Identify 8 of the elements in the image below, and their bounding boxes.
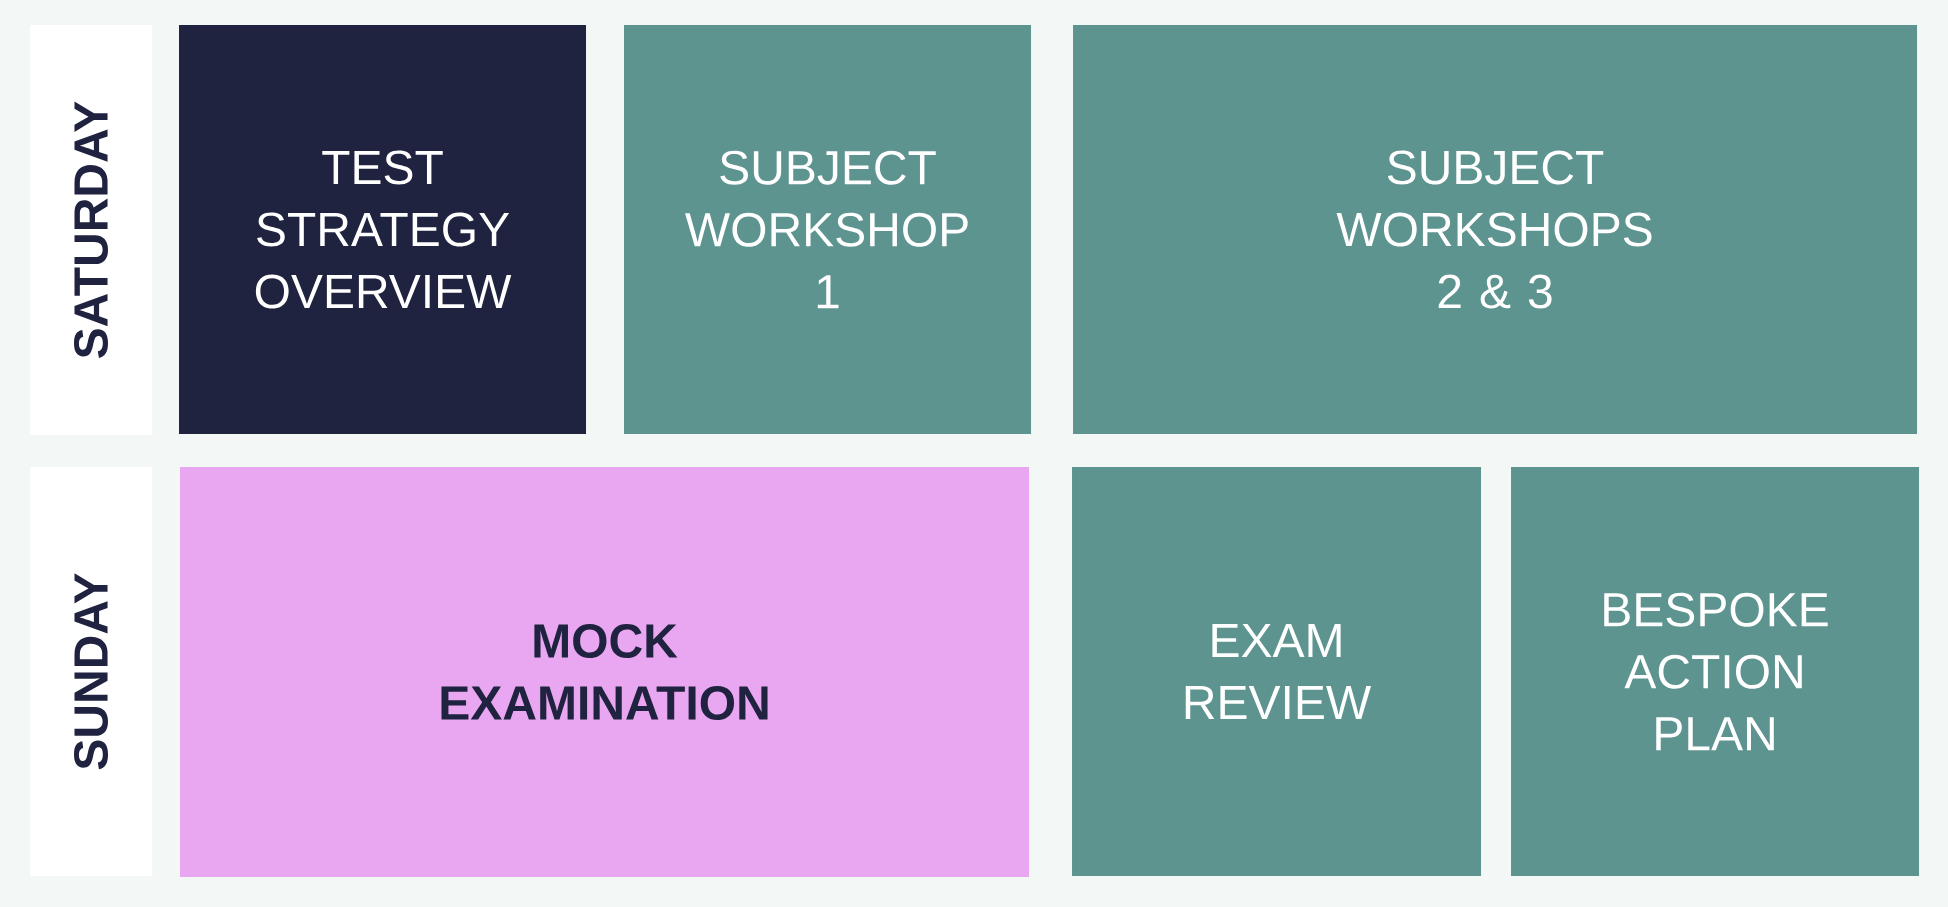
- session-box: EXAM REVIEW: [1072, 467, 1481, 876]
- session-box: TEST STRATEGY OVERVIEW: [179, 25, 586, 434]
- day-label: SUNDAY: [30, 467, 152, 876]
- session-box: SUBJECT WORKSHOPS 2 & 3: [1073, 25, 1918, 434]
- session-box: SUBJECT WORKSHOP 1: [624, 25, 1031, 434]
- session-box: BESPOKE ACTION PLAN: [1511, 467, 1920, 876]
- day-label: SATURDAY: [30, 25, 152, 435]
- session-box: MOCK EXAMINATION: [180, 467, 1029, 877]
